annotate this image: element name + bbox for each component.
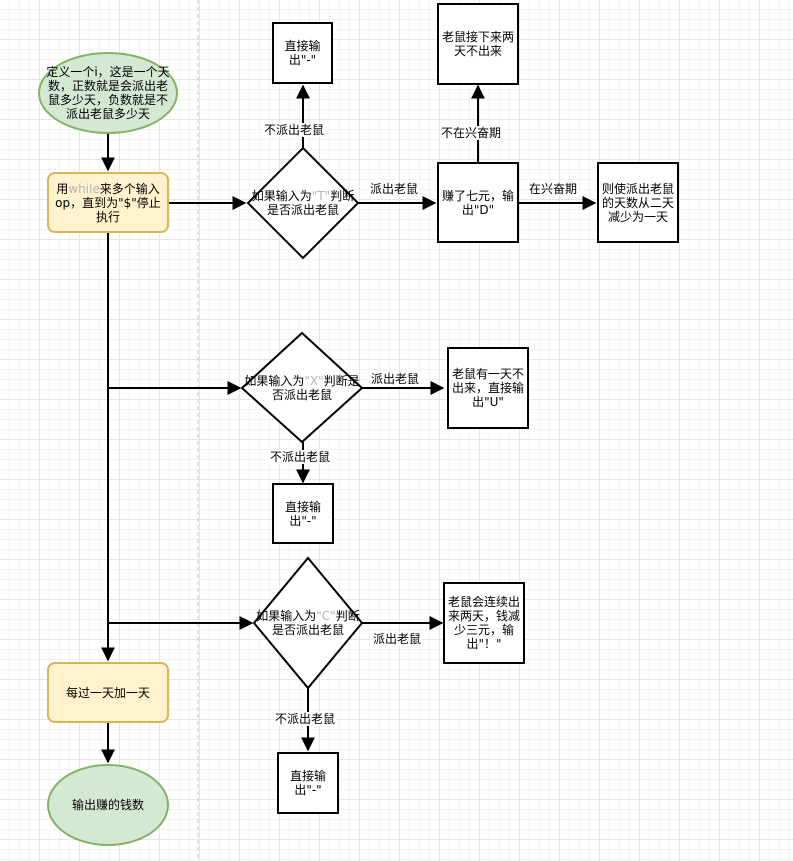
decision-t-shape (246, 146, 360, 260)
start-node-label: 定义一个i，这是一个天数，正数就是会派出老鼠多少天，负数就是不派出老鼠多少天 (46, 65, 170, 121)
no-come-two-days-node: 老鼠接下来两天不出来 (437, 3, 519, 85)
edge-label-t-yes: 派出老鼠 (369, 182, 420, 196)
decision-t-label: 如果输入为"T"判断是否派出老鼠 (251, 189, 355, 217)
edge-label-c-yes: 派出老鼠 (372, 632, 423, 646)
edge-label-x-yes: 派出老鼠 (370, 372, 421, 386)
edge-label-d-not-excited: 不在兴奋期 (440, 126, 503, 140)
add-day-node: 每过一天加一天 (47, 662, 169, 723)
edge-label-t-no: 不派出老鼠 (263, 123, 326, 137)
earn-d-node: 赚了七元，输出"D" (437, 162, 519, 243)
edge-label-c-no: 不派出老鼠 (274, 712, 337, 726)
output-excl-node: 老鼠会连续出来两天，钱减少三元，输出"！" (443, 582, 525, 664)
output-u-node: 老鼠有一天不出来，直接输出"U" (447, 347, 529, 429)
loop-node-label: 用while来多个输入op，直到为"$"停止执行 (55, 181, 161, 224)
decision-c-shape (252, 556, 364, 690)
output-dash-node-1: 直接输出"-" (272, 22, 333, 84)
edge-label-d-excited: 在兴奋期 (528, 182, 579, 196)
decision-x-label: 如果输入为"X"判断是否派出老鼠 (244, 374, 360, 402)
end-node: 输出赚的钱数 (47, 764, 169, 846)
decision-x-shape (240, 331, 364, 444)
output-dash-node-2: 直接输出"-" (272, 483, 334, 544)
reduce-days-node: 则使派出老鼠的天数从二天减少为一天 (597, 162, 679, 243)
start-node: 定义一个i，这是一个天数，正数就是会派出老鼠多少天，负数就是不派出老鼠多少天 (38, 52, 178, 134)
output-dash-node-3: 直接输出"-" (277, 752, 339, 814)
edge-label-x-no: 不派出老鼠 (269, 450, 332, 464)
decision-c-label: 如果输入为"C"判断是否派出老鼠 (256, 609, 360, 637)
loop-node: 用while来多个输入op，直到为"$"停止执行 (47, 172, 169, 233)
